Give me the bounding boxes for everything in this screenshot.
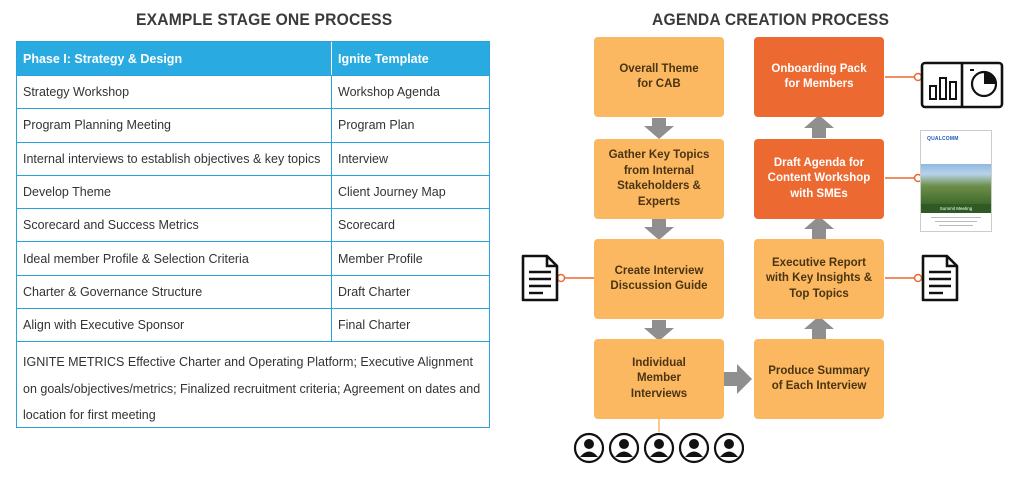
activity-cell: Program Planning Meeting [23, 118, 171, 133]
template-cell: Workshop Agenda [331, 76, 489, 109]
person-icon [574, 432, 605, 464]
person-icon [643, 432, 675, 464]
table-row: Align with Executive Sponsor Final Chart… [17, 308, 489, 342]
template-cell: Final Charter [331, 309, 489, 342]
report-icon [920, 61, 1004, 109]
stage-one-title: EXAMPLE STAGE ONE PROCESS [136, 10, 393, 29]
table-row: Charter & Governance Structure Draft Cha… [17, 274, 489, 309]
template-cell: Program Plan [331, 109, 489, 142]
template-cell: Draft Charter [331, 275, 489, 309]
document-icon [921, 254, 959, 302]
onboarding-pack-box: Onboarding Pack for Members [754, 37, 884, 117]
activity-cell: Strategy Workshop [23, 85, 130, 100]
activity-cell: Align with Executive Sponsor [23, 318, 185, 333]
template-cell: Client Journey Map [331, 175, 489, 209]
table-row: Develop Theme Client Journey Map [17, 174, 489, 209]
gather-topics-box: Gather Key Topics from Internal Stakehol… [594, 139, 724, 219]
template-cell: Scorecard [331, 209, 489, 242]
activity-cell: Ideal member Profile & Selection Criteri… [23, 251, 249, 266]
activity-cell: Scorecard and Success Metrics [23, 218, 199, 233]
executive-report-box: Executive Report with Key Insights & Top… [754, 239, 884, 319]
header-template: Ignite Template [331, 42, 489, 75]
template-cell: Member Profile [331, 242, 489, 275]
brochure-logo: QUALCOMM [927, 136, 959, 142]
brochure-title: Summit Meeting [921, 204, 991, 213]
header-phase: Phase I: Strategy & Design [23, 51, 183, 66]
table-row: Strategy Workshop Workshop Agenda [17, 75, 489, 109]
brochure-photo [921, 164, 991, 204]
summary-box: Produce Summary of Each Interview [754, 339, 884, 419]
ignite-metrics: IGNITE METRICS Effective Charter and Ope… [17, 341, 489, 427]
table-row: Internal interviews to establish objecti… [17, 141, 489, 175]
person-icon [713, 432, 744, 464]
table-row: Scorecard and Success Metrics Scorecard [17, 208, 489, 242]
member-icons [574, 432, 744, 464]
member-interviews-box: Individual Member Interviews [594, 339, 724, 419]
activity-cell: Develop Theme [23, 185, 112, 200]
template-cell: Interview [331, 142, 489, 175]
document-icon [521, 254, 559, 302]
stage-one-table: Phase I: Strategy & Design Ignite Templa… [16, 41, 490, 429]
arrow-icon [644, 115, 834, 394]
draft-agenda-box: Draft Agenda for Content Workshop with S… [754, 139, 884, 219]
brochure-icon: QUALCOMM Summit Meeting [920, 130, 992, 232]
person-icon [678, 432, 710, 464]
activity-cell: Charter & Governance Structure [23, 284, 203, 299]
interview-guide-box: Create Interview Discussion Guide [594, 239, 724, 319]
activity-cell: Internal interviews to establish objecti… [23, 151, 321, 166]
table-row: Ideal member Profile & Selection Criteri… [17, 241, 489, 275]
person-icon [608, 432, 640, 464]
table-row: Program Planning Meeting Program Plan [17, 108, 489, 142]
overall-theme-box: Overall Theme for CAB [594, 37, 724, 117]
agenda-title: AGENDA CREATION PROCESS [652, 10, 890, 29]
table-header: Phase I: Strategy & Design Ignite Templa… [17, 42, 489, 75]
